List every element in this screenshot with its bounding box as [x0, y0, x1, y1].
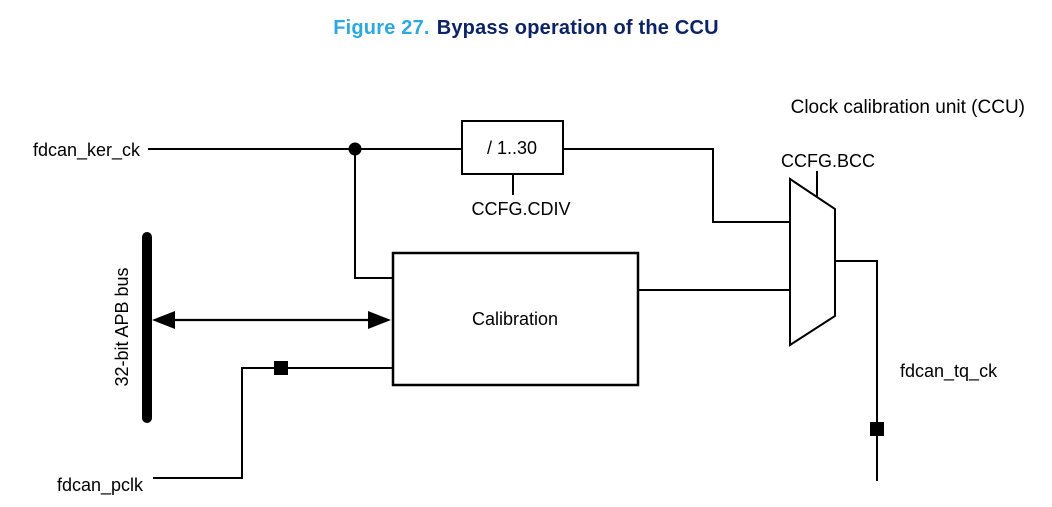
wire-kernel-clock-to-calibration	[354, 149, 392, 279]
wire-divider-to-mux	[563, 148, 789, 223]
ccfg-bcc-label: CCFG.BCC	[781, 151, 875, 171]
junction-dot-kernel-clock	[348, 142, 362, 156]
wire-mux-output	[835, 260, 878, 481]
figure-caption: Figure 27. Bypass operation of the CCU	[0, 17, 1052, 40]
ccu-title: Clock calibration unit (CCU)	[791, 97, 1025, 118]
mux-shape	[789, 177, 836, 347]
signal-label-fdcan-ker-ck: fdcan_ker_ck	[33, 140, 141, 161]
divider-block	[461, 120, 564, 175]
divider-label: / 1..30	[487, 138, 537, 158]
signal-label-fdcan-tq-ck: fdcan_tq_ck	[900, 361, 998, 382]
junction-square-pclk	[274, 361, 288, 375]
apb-bus-label: 32-bit APB bus	[112, 267, 132, 386]
wire-pclk	[153, 367, 392, 479]
figure-title-text: Bypass operation of the CCU	[436, 17, 719, 39]
apb-arrow-head-right	[368, 311, 391, 329]
ccfg-cdiv-label: CCFG.CDIV	[472, 199, 571, 219]
calibration-block	[391, 251, 640, 387]
apb-arrow-head-left	[152, 311, 175, 329]
apb-bidirectional-arrow	[152, 311, 391, 329]
calibration-label: Calibration	[472, 309, 558, 329]
signal-label-fdcan-pclk: fdcan_pclk	[57, 475, 144, 496]
junction-square-output	[870, 422, 884, 436]
figure-number: Figure 27.	[333, 17, 430, 39]
